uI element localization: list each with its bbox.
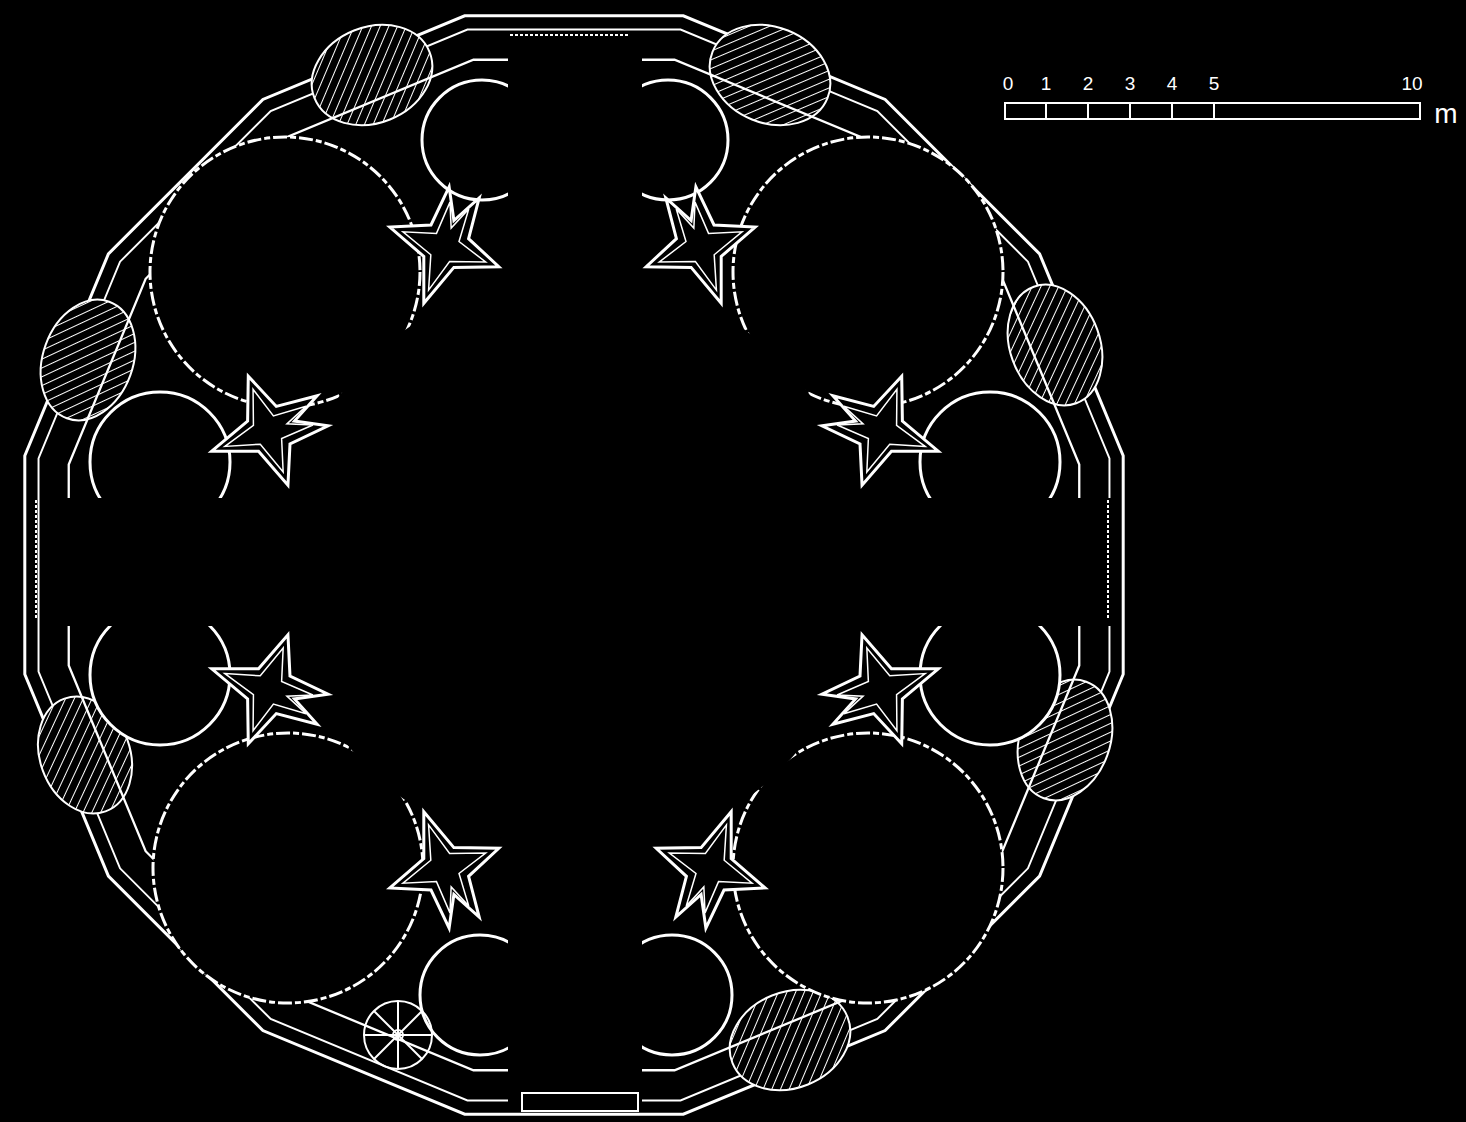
central-space — [42, 35, 1112, 1105]
pier — [192, 173, 958, 943]
scale-number: 3 — [1125, 74, 1136, 93]
scale-number: 4 — [1167, 74, 1178, 93]
hatched-section — [22, 7, 1128, 1107]
scale-number: 0 — [1003, 74, 1014, 93]
outer-wall — [25, 16, 1123, 1114]
scale-number: 10 — [1401, 74, 1422, 93]
scale-number: 1 — [1041, 74, 1052, 93]
unit-label: m — [1434, 100, 1457, 128]
scale-number: 5 — [1209, 74, 1220, 93]
scale-bar — [1005, 103, 1420, 119]
scale-number: 2 — [1083, 74, 1094, 93]
doorway — [36, 35, 1108, 1111]
spiral-stair — [364, 1001, 432, 1069]
